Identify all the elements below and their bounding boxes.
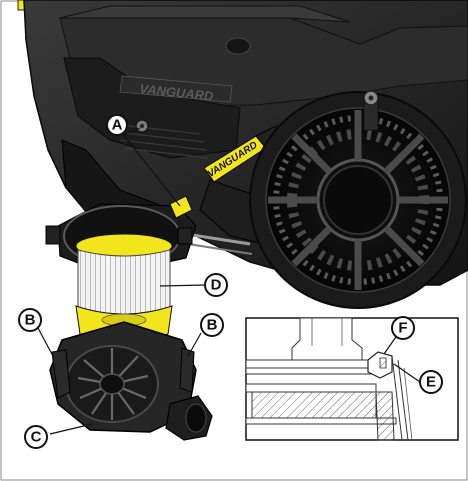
top-bolt xyxy=(363,90,379,131)
callout-c: C xyxy=(24,425,48,449)
callout-e: E xyxy=(419,370,443,394)
fan-housing xyxy=(249,91,467,309)
callout-label: F xyxy=(398,320,407,337)
clip-left xyxy=(51,349,71,399)
callout-f: F xyxy=(391,316,415,340)
callout-d: D xyxy=(204,273,228,297)
leader-lines xyxy=(37,127,206,435)
yellow-latch xyxy=(169,195,193,219)
callout-label: B xyxy=(25,312,36,329)
callout-label: D xyxy=(211,277,222,294)
bolt-a xyxy=(135,119,149,133)
callout-label: E xyxy=(426,374,436,391)
callout-label: A xyxy=(112,117,123,134)
callout-b-right: B xyxy=(200,313,224,337)
callout-label: C xyxy=(31,429,42,446)
callout-a: A xyxy=(106,114,128,136)
callout-b-left: B xyxy=(18,308,42,332)
precleaner-cover xyxy=(49,321,213,441)
callout-label: B xyxy=(207,317,218,334)
clip-right xyxy=(179,347,195,393)
